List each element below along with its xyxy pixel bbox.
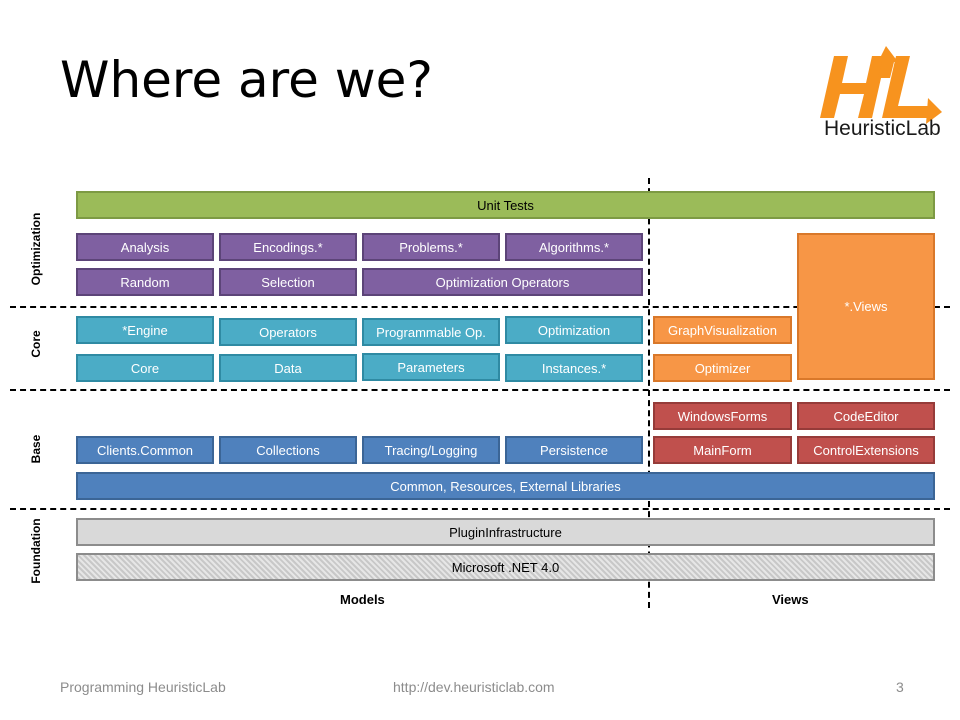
box-encodings: Encodings.*: [219, 233, 357, 261]
box-unit-tests: Unit Tests: [76, 191, 935, 219]
box-random: Random: [76, 268, 214, 296]
slide-title: Where are we?: [60, 51, 433, 109]
box-control-extensions: ControlExtensions: [797, 436, 935, 464]
box-views: *.Views: [797, 233, 935, 380]
box-persistence: Persistence: [505, 436, 643, 464]
box-optimization-operators: Optimization Operators: [362, 268, 643, 296]
box-optimization: Optimization: [505, 316, 643, 344]
box-clients-common: Clients.Common: [76, 436, 214, 464]
box-core: Core: [76, 354, 214, 382]
box-parameters: Parameters: [362, 353, 500, 381]
box-code-editor: CodeEditor: [797, 402, 935, 430]
box-instances: Instances.*: [505, 354, 643, 382]
layer-label-core: Core: [29, 330, 43, 358]
box-windows-forms: WindowsForms: [653, 402, 792, 430]
box-problems: Problems.*: [362, 233, 500, 261]
box-engine: *Engine: [76, 316, 214, 344]
heuristiclab-logo-icon: [820, 46, 942, 124]
box-selection: Selection: [219, 268, 357, 296]
box-collections: Collections: [219, 436, 357, 464]
footer-course-title: Programming HeuristicLab: [60, 679, 226, 695]
box-algorithms: Algorithms.*: [505, 233, 643, 261]
column-label-views: Views: [772, 592, 809, 607]
separator-core-base: [10, 389, 950, 391]
box-main-form: MainForm: [653, 436, 792, 464]
logo-name: HeuristicLab: [824, 117, 941, 140]
box-plugin-infrastructure: PluginInfrastructure: [76, 518, 935, 546]
box-graph-visualization: GraphVisualization: [653, 316, 792, 344]
box-common-resources: Common, Resources, External Libraries: [76, 472, 935, 500]
box-tracing-logging: Tracing/Logging: [362, 436, 500, 464]
box-optimizer: Optimizer: [653, 354, 792, 382]
footer-page-number: 3: [896, 679, 904, 695]
separator-models-views: [648, 178, 650, 608]
separator-base-foundation: [10, 508, 950, 510]
box-operators: Operators: [219, 318, 357, 346]
footer-url: http://dev.heuristiclab.com: [393, 679, 555, 695]
box-data: Data: [219, 354, 357, 382]
column-label-models: Models: [340, 592, 385, 607]
separator-optimization-core: [10, 306, 950, 308]
box-dotnet: Microsoft .NET 4.0: [76, 553, 935, 581]
box-programmable-op: Programmable Op.: [362, 318, 500, 346]
box-analysis: Analysis: [76, 233, 214, 261]
